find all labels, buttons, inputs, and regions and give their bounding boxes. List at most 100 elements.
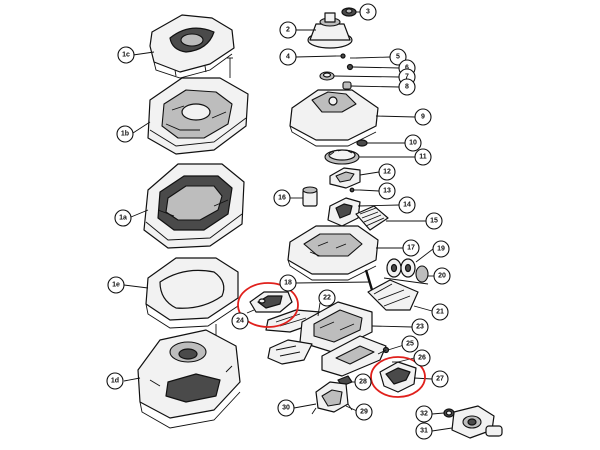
- part-stand: [311, 381, 353, 415]
- part-top-cover: [149, 14, 235, 79]
- callout-16: 16: [273, 189, 291, 207]
- svg-text:15: 15: [430, 218, 438, 225]
- svg-text:28: 28: [359, 379, 367, 386]
- svg-text:31: 31: [420, 428, 428, 435]
- part-linkage-bracket: [367, 279, 419, 311]
- svg-text:21: 21: [436, 309, 444, 316]
- callout-11: 11: [414, 148, 432, 166]
- part-frame: [147, 77, 249, 155]
- part-base-frame: [143, 163, 245, 249]
- part-cap: [341, 7, 357, 17]
- svg-text:14: 14: [403, 202, 411, 209]
- callout-2: 2: [279, 21, 297, 39]
- part-gear: [324, 149, 360, 165]
- svg-text:6: 6: [405, 65, 409, 72]
- part-hose-fitting: [451, 405, 503, 439]
- callout-32: 32: [415, 405, 433, 423]
- svg-text:1b: 1b: [121, 131, 129, 138]
- highlight-part-24: [237, 282, 299, 328]
- callout-3: 3: [359, 3, 377, 21]
- part-filter-grille: [355, 205, 389, 231]
- svg-text:19: 19: [437, 246, 445, 253]
- svg-text:1e: 1e: [112, 282, 120, 289]
- part-base: [137, 329, 241, 429]
- svg-text:27: 27: [436, 376, 444, 383]
- part-bumper: [379, 361, 417, 393]
- part-cylinder: [302, 186, 318, 207]
- callout-26: 26: [413, 349, 431, 367]
- callout-4: 4: [279, 48, 297, 66]
- svg-text:12: 12: [383, 169, 391, 176]
- part-o-ring: [443, 408, 455, 418]
- part-chassis: [287, 225, 379, 281]
- callout-30: 30: [277, 399, 295, 417]
- part-flap: [249, 291, 293, 313]
- svg-text:24: 24: [236, 318, 244, 325]
- callout-25: 25: [401, 335, 419, 353]
- svg-text:1a: 1a: [119, 215, 127, 222]
- part-holder: [329, 167, 361, 189]
- part-small-clip: [349, 187, 360, 193]
- callout-1a: 1a: [114, 209, 132, 227]
- svg-text:7: 7: [405, 74, 409, 81]
- svg-text:26: 26: [418, 355, 426, 362]
- svg-text:10: 10: [409, 140, 417, 147]
- callout-28: 28: [354, 373, 372, 391]
- svg-text:29: 29: [360, 409, 368, 416]
- svg-text:3: 3: [366, 9, 370, 16]
- svg-text:32: 32: [420, 411, 428, 418]
- part-motor-cover: [289, 89, 379, 147]
- svg-text:17: 17: [407, 245, 415, 252]
- svg-text:1d: 1d: [111, 378, 119, 385]
- callout-1d: 1d: [106, 372, 124, 390]
- svg-text:18: 18: [284, 280, 292, 287]
- callout-27: 27: [431, 370, 449, 388]
- callout-24: 24: [231, 312, 249, 330]
- svg-text:23: 23: [416, 324, 424, 331]
- part-rod: [364, 269, 374, 291]
- part-ring: [319, 71, 335, 81]
- callout-8: 8: [398, 78, 416, 96]
- svg-text:20: 20: [438, 273, 446, 280]
- callout-9: 9: [414, 108, 432, 126]
- part-bottom-tray: [321, 335, 387, 377]
- svg-text:9: 9: [421, 114, 425, 121]
- callout-5: 5: [389, 48, 407, 66]
- svg-text:4: 4: [286, 54, 290, 61]
- svg-text:2: 2: [286, 27, 290, 34]
- callout-19: 19: [432, 240, 450, 258]
- highlight-part-27: [370, 356, 426, 398]
- callout-12: 12: [378, 163, 396, 181]
- callout-23: 23: [411, 318, 429, 336]
- part-lid: [145, 257, 239, 329]
- part-wheel-assembly: [383, 258, 429, 285]
- svg-text:25: 25: [406, 341, 414, 348]
- highlight-markers: [237, 282, 426, 398]
- callout-22: 22: [318, 289, 336, 307]
- part-bracket: [327, 197, 361, 227]
- svg-text:13: 13: [383, 188, 391, 195]
- callout-1b: 1b: [116, 125, 134, 143]
- svg-text:22: 22: [323, 295, 331, 302]
- callout-21: 21: [431, 303, 449, 321]
- callout-13: 13: [378, 182, 396, 200]
- callout-15: 15: [425, 212, 443, 230]
- part-left-tray: [267, 339, 313, 365]
- callout-31: 31: [415, 422, 433, 440]
- callout-10: 10: [404, 134, 422, 152]
- callout-18: 18: [279, 274, 297, 292]
- part-screw: [227, 57, 233, 78]
- part-bushing: [342, 81, 352, 90]
- callout-1e: 1e: [107, 276, 125, 294]
- part-small-ring: [356, 139, 368, 147]
- callout-20: 20: [433, 267, 451, 285]
- callout-17: 17: [402, 239, 420, 257]
- callout-14: 14: [398, 196, 416, 214]
- svg-text:16: 16: [278, 195, 286, 202]
- part-small-screw: [336, 53, 346, 59]
- svg-text:1c: 1c: [122, 52, 130, 59]
- part-dome: [307, 12, 353, 49]
- callout-29: 29: [355, 403, 373, 421]
